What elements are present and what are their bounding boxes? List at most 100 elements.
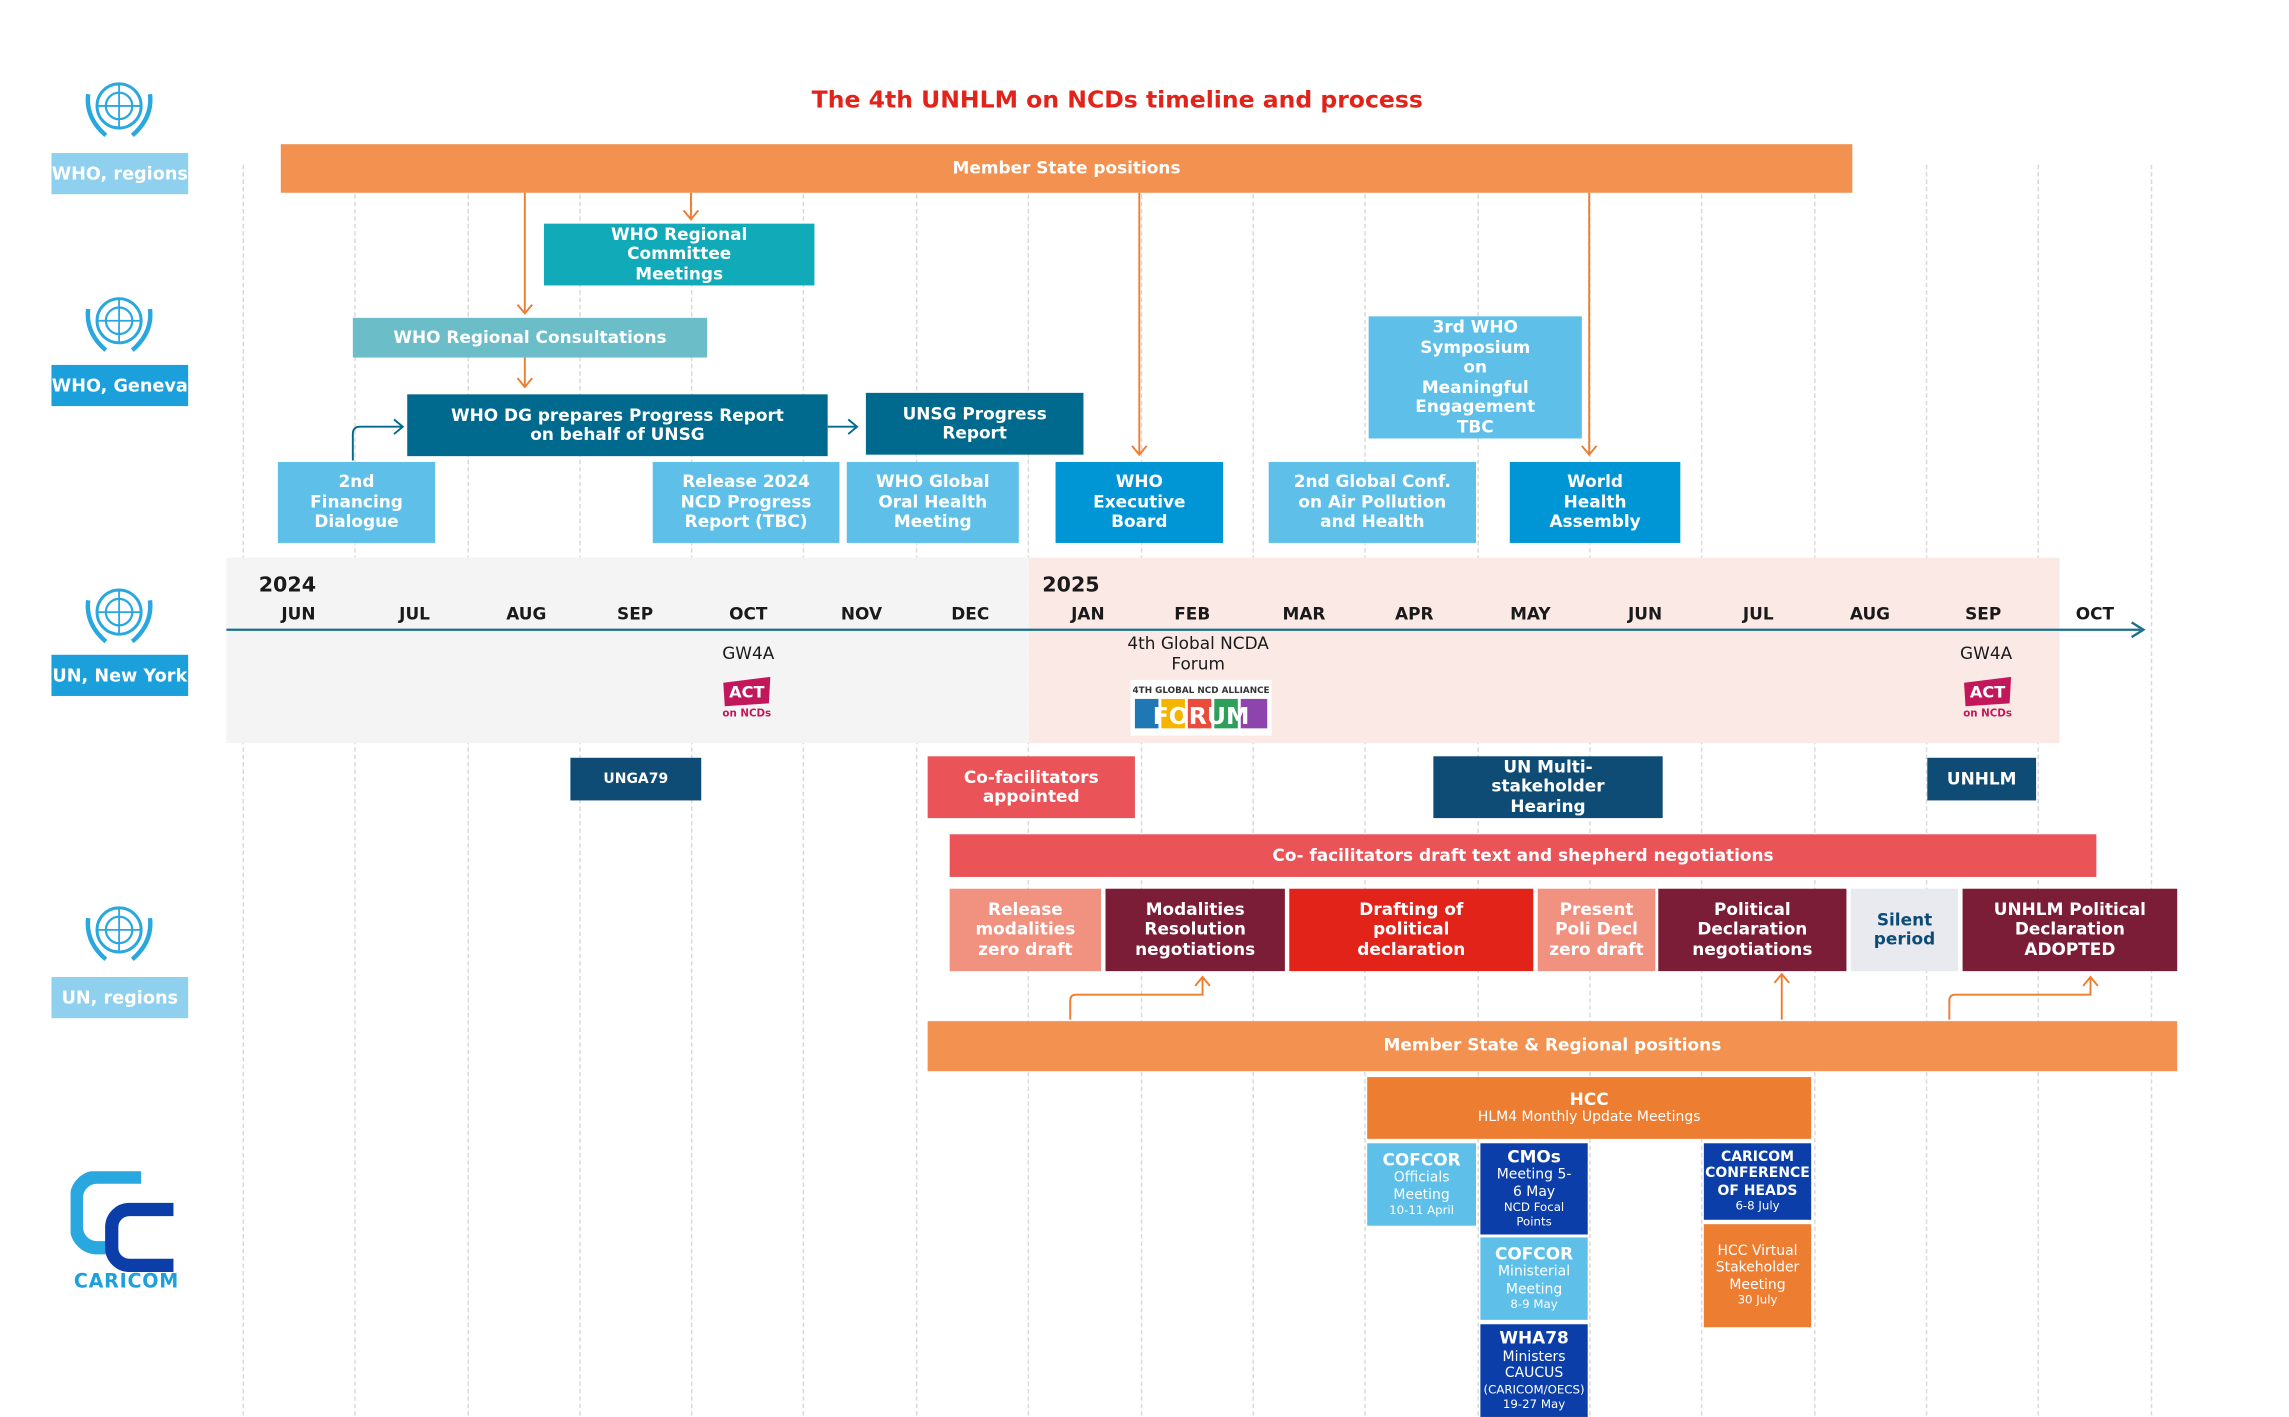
drafting-declaration-box: Drafting of political declaration bbox=[1289, 888, 1534, 972]
wha78-note: (CARICOM/OECS) bbox=[1483, 1382, 1585, 1396]
member-state-positions-bar: Member State positions bbox=[280, 144, 1853, 193]
unsg-progress-report-box: UNSG Progress Report bbox=[865, 392, 1084, 455]
guide-line bbox=[1700, 164, 1703, 1416]
label-who-regions: WHO, regions bbox=[51, 153, 189, 195]
cofcor-ministerial-box: COFCOR Ministerial Meeting 8-9 May bbox=[1480, 1237, 1588, 1320]
hcc-virtual-date: 30 July bbox=[1737, 1293, 1778, 1307]
year-2024: 2024 bbox=[258, 573, 317, 598]
timeline-band-2024 bbox=[226, 557, 1030, 744]
cofcor-ministerial-date: 8-9 May bbox=[1510, 1298, 1558, 1312]
guide-line bbox=[354, 164, 356, 1416]
oral-health-meeting-box: WHO Global Oral Health Meeting bbox=[846, 462, 1019, 543]
who-regional-consultations-box: WHO Regional Consultations bbox=[352, 317, 708, 358]
month-label: JUL bbox=[399, 603, 430, 624]
hcc-virtual-title: HCC Virtual Stakeholder Meeting bbox=[1715, 1242, 1800, 1293]
political-declaration-negotiations-box: Political Declaration negotiations bbox=[1658, 888, 1847, 972]
hcc-subtitle: HLM4 Monthly Update Meetings bbox=[1477, 1109, 1701, 1126]
act-on-ncds-logo-icon: ACT on NCDs bbox=[722, 676, 771, 720]
guide-line bbox=[242, 164, 245, 1416]
present-poli-decl-box: Present Poli Decl zero draft bbox=[1537, 888, 1656, 972]
guide-line bbox=[1364, 164, 1366, 1416]
ncda-forum-logo-icon: 4TH GLOBAL NCD ALLIANCE FORUM bbox=[1130, 679, 1272, 736]
month-label: JUL bbox=[1742, 603, 1774, 624]
month-label: AUG bbox=[1849, 603, 1891, 624]
month-label: JUN bbox=[281, 603, 316, 624]
un-multistakeholder-box: UN Multi-stakeholder Hearing bbox=[1433, 756, 1663, 819]
hcc-box: HCC HLM4 Monthly Update Meetings bbox=[1367, 1077, 1812, 1139]
executive-board-box: WHO Executive Board bbox=[1055, 462, 1224, 543]
label-un-regions: UN, regions bbox=[51, 977, 189, 1019]
forum-label: 4th Global NCDA Forum bbox=[1127, 632, 1269, 674]
un-emblem-icon bbox=[85, 82, 153, 138]
month-label: DEC bbox=[951, 603, 990, 624]
month-label: APR bbox=[1394, 603, 1434, 624]
caricom-conference-box: CARICOM CONFERENCE OF HEADS 6-8 July bbox=[1703, 1143, 1812, 1220]
cofcor-officials-sub: Officials Meeting bbox=[1393, 1170, 1450, 1204]
unhlm-box: UNHLM bbox=[1927, 757, 2037, 801]
cofacilitators-appointed-box: Co-facilitators appointed bbox=[927, 756, 1135, 819]
wha78-date: 19-27 May bbox=[1502, 1397, 1566, 1411]
silent-period-box: Silent period bbox=[1850, 888, 1959, 972]
wha78-sub: Ministers CAUCUS bbox=[1502, 1348, 1566, 1383]
svg-text:4TH GLOBAL NCD ALLIANCE: 4TH GLOBAL NCD ALLIANCE bbox=[1133, 686, 1270, 696]
wha78-box: WHA78 Ministers CAUCUS (CARICOM/OECS) 19… bbox=[1480, 1324, 1588, 1417]
timeline-axis bbox=[226, 621, 2146, 639]
guide-line bbox=[2037, 164, 2040, 1416]
svg-text:on NCDs: on NCDs bbox=[722, 708, 771, 720]
caricom-conference-title: CARICOM CONFERENCE OF HEADS bbox=[1705, 1148, 1810, 1199]
cofcor-ministerial-sub: Ministerial Meeting bbox=[1498, 1264, 1571, 1298]
month-label: AUG bbox=[506, 603, 547, 624]
un-emblem-icon bbox=[85, 906, 153, 962]
guide-line bbox=[1925, 164, 1928, 1416]
month-label: JUN bbox=[1627, 603, 1663, 624]
month-label: JAN bbox=[1071, 603, 1105, 624]
month-label: SEP bbox=[617, 603, 654, 624]
hcc-virtual-box: HCC Virtual Stakeholder Meeting 30 July bbox=[1703, 1224, 1812, 1328]
page-title: The 4th UNHLM on NCDs timeline and proce… bbox=[811, 85, 1423, 114]
month-label: MAY bbox=[1510, 603, 1551, 624]
release-modalities-box: Release modalities zero draft bbox=[949, 888, 1102, 972]
guide-line bbox=[1252, 164, 1254, 1416]
guide-line bbox=[2150, 164, 2153, 1416]
label-who-geneva: WHO, Geneva bbox=[51, 364, 189, 407]
guide-line bbox=[802, 164, 805, 1416]
label-un-new-york: UN, New York bbox=[51, 654, 189, 696]
act-on-ncds-logo-icon: ACT on NCDs bbox=[1963, 676, 2012, 720]
month-label: SEP bbox=[1965, 603, 2002, 624]
modalities-resolution-box: Modalities Resolution negotiations bbox=[1105, 888, 1285, 972]
symposium-box: 3rd WHO Symposium on Meaningful Engageme… bbox=[1368, 316, 1582, 439]
caricom-label: CARICOM bbox=[73, 1271, 179, 1294]
release-2024-report-box: Release 2024 NCD Progress Report (TBC) bbox=[652, 462, 840, 543]
cofcor-ministerial-title: COFCOR bbox=[1494, 1242, 1574, 1264]
svg-text:ACT: ACT bbox=[729, 682, 764, 701]
cmos-sub: Meeting 5-6 May bbox=[1496, 1167, 1572, 1201]
caricom-conference-date: 6-8 July bbox=[1735, 1199, 1780, 1213]
month-label: NOV bbox=[840, 603, 883, 624]
cofcor-officials-date: 10-11 April bbox=[1389, 1203, 1454, 1218]
caricom-logo-icon bbox=[70, 1171, 174, 1273]
cofcor-officials-box: COFCOR Officials Meeting 10-11 April bbox=[1367, 1143, 1476, 1226]
guide-line bbox=[1814, 164, 1816, 1416]
svg-text:FORUM: FORUM bbox=[1153, 702, 1250, 730]
who-regional-committee-box: WHO Regional Committee Meetings bbox=[543, 223, 815, 286]
month-label: MAR bbox=[1282, 603, 1326, 624]
month-label: FEB bbox=[1174, 603, 1211, 624]
cmos-title: CMOs bbox=[1507, 1145, 1561, 1167]
hcc-title: HCC bbox=[1569, 1088, 1609, 1109]
year-2025: 2025 bbox=[1042, 573, 1100, 598]
month-label: OCT bbox=[729, 603, 768, 624]
air-pollution-conf-box: 2nd Global Conf. on Air Pollution and He… bbox=[1268, 462, 1476, 543]
cofacilitators-draft-bar: Co- facilitators draft text and shepherd… bbox=[949, 834, 2097, 877]
gw4a-label: GW4A bbox=[1960, 643, 2013, 664]
who-dg-report-box: WHO DG prepares Progress Report on behal… bbox=[407, 394, 828, 457]
unhlm-adopted-box: UNHLM Political Declaration ADOPTED bbox=[1962, 888, 2178, 972]
svg-text:on NCDs: on NCDs bbox=[1963, 708, 2012, 720]
unga79-box: UNGA79 bbox=[570, 757, 702, 801]
guide-line bbox=[467, 164, 469, 1416]
guide-line bbox=[915, 164, 918, 1416]
gw4a-label: GW4A bbox=[722, 643, 775, 664]
cofcor-officials-title: COFCOR bbox=[1382, 1148, 1461, 1170]
wha78-title: WHA78 bbox=[1499, 1327, 1569, 1349]
